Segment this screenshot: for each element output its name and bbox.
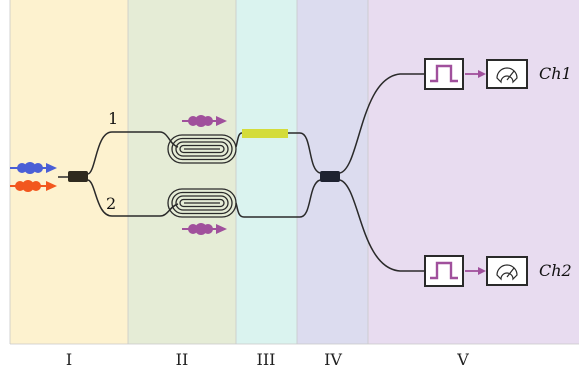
region-label-I: I [66,350,72,369]
detector-icon [424,58,464,90]
fiber-spool-icon [167,134,237,164]
photon-purple-icon-lower [182,223,227,235]
beam-splitter-icon [68,171,88,182]
region-III-background [236,0,297,344]
photon-purple-icon-upper [182,115,227,127]
photon-pair-icon-orange [10,180,57,192]
arrow-icon-ch1 [465,70,486,78]
output-fiber-ch2 [339,179,425,272]
region-II-background [128,0,236,344]
beam-splitter-output-icon [320,171,340,182]
arrow-icon-ch2 [465,267,486,275]
region-V-background [368,0,579,344]
arm-2-fiber [87,179,179,217]
phase-modulator-icon [242,129,288,138]
channel-label-ch2: Ch2 [539,261,572,280]
arm-2-to-coupler [244,179,321,218]
arm-label-2: 2 [106,194,116,213]
photon-pair-icon [10,162,57,174]
channel-label-ch1: Ch1 [539,64,572,83]
region-label-IV: IV [324,350,342,369]
region-label-II: II [176,350,189,369]
detector-icon-ch2 [424,255,464,287]
counter-icon-ch2 [486,256,528,286]
counter-icon [486,59,528,89]
region-label-III: III [257,350,276,369]
region-label-V: V [456,350,469,369]
arm-1-fiber [87,131,179,175]
arm-1-to-coupler [288,132,321,174]
fiber-spool-icon-lower [167,188,237,218]
output-fiber-ch1 [339,73,425,174]
arm-label-1: 1 [108,109,118,128]
